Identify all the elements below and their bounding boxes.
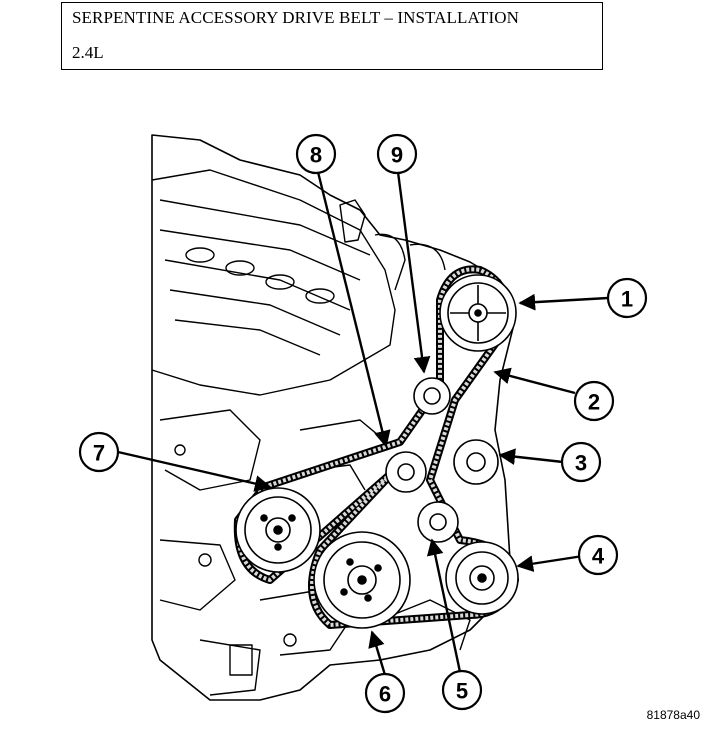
water-pump-pulley — [313, 531, 411, 629]
title-box: SERPENTINE ACCESSORY DRIVE BELT – INSTAL… — [61, 2, 603, 70]
leader-9 — [396, 171, 431, 374]
upper-idler-pulley — [413, 377, 451, 415]
callout-3: 3 — [575, 451, 587, 476]
leader-4 — [516, 554, 584, 573]
callout-circle-4 — [577, 534, 619, 576]
callout-5: 5 — [456, 679, 468, 704]
callout-6: 6 — [379, 682, 391, 707]
callout-2: 2 — [588, 390, 600, 415]
leader-3 — [498, 448, 564, 466]
leader-1 — [518, 293, 609, 311]
belt-tensioner — [385, 451, 427, 493]
callout-1: 1 — [621, 287, 633, 312]
callout-circle-7 — [78, 431, 120, 473]
diagram-title: SERPENTINE ACCESSORY DRIVE BELT – INSTAL… — [72, 8, 519, 27]
callout-9: 9 — [391, 143, 403, 168]
callout-circle-1 — [606, 277, 648, 319]
crankshaft-pulley — [235, 487, 321, 573]
callout-circle-9 — [376, 133, 418, 175]
figure-code: 81878a40 — [646, 708, 700, 722]
generator-pulley — [453, 439, 499, 485]
power-steering-pulley — [439, 274, 517, 352]
leader-6 — [368, 630, 387, 676]
callout-circle-6 — [364, 672, 406, 714]
engine-label: 2.4L — [72, 43, 104, 62]
leader-7 — [117, 450, 272, 492]
callout-7: 7 — [93, 441, 105, 466]
valve-cover — [151, 169, 396, 396]
callout-circle-5 — [441, 669, 483, 711]
callout-4: 4 — [592, 544, 605, 569]
callout-8: 8 — [310, 143, 322, 168]
leader-5 — [426, 538, 462, 673]
ac-compressor-pulley — [445, 541, 519, 615]
callout-circle-8 — [295, 133, 337, 175]
callout-circle-2 — [573, 380, 615, 422]
lower-idler-pulley — [417, 501, 459, 543]
leader-8 — [316, 171, 391, 448]
callout-circle-3 — [560, 441, 602, 483]
leader-2 — [493, 367, 576, 395]
